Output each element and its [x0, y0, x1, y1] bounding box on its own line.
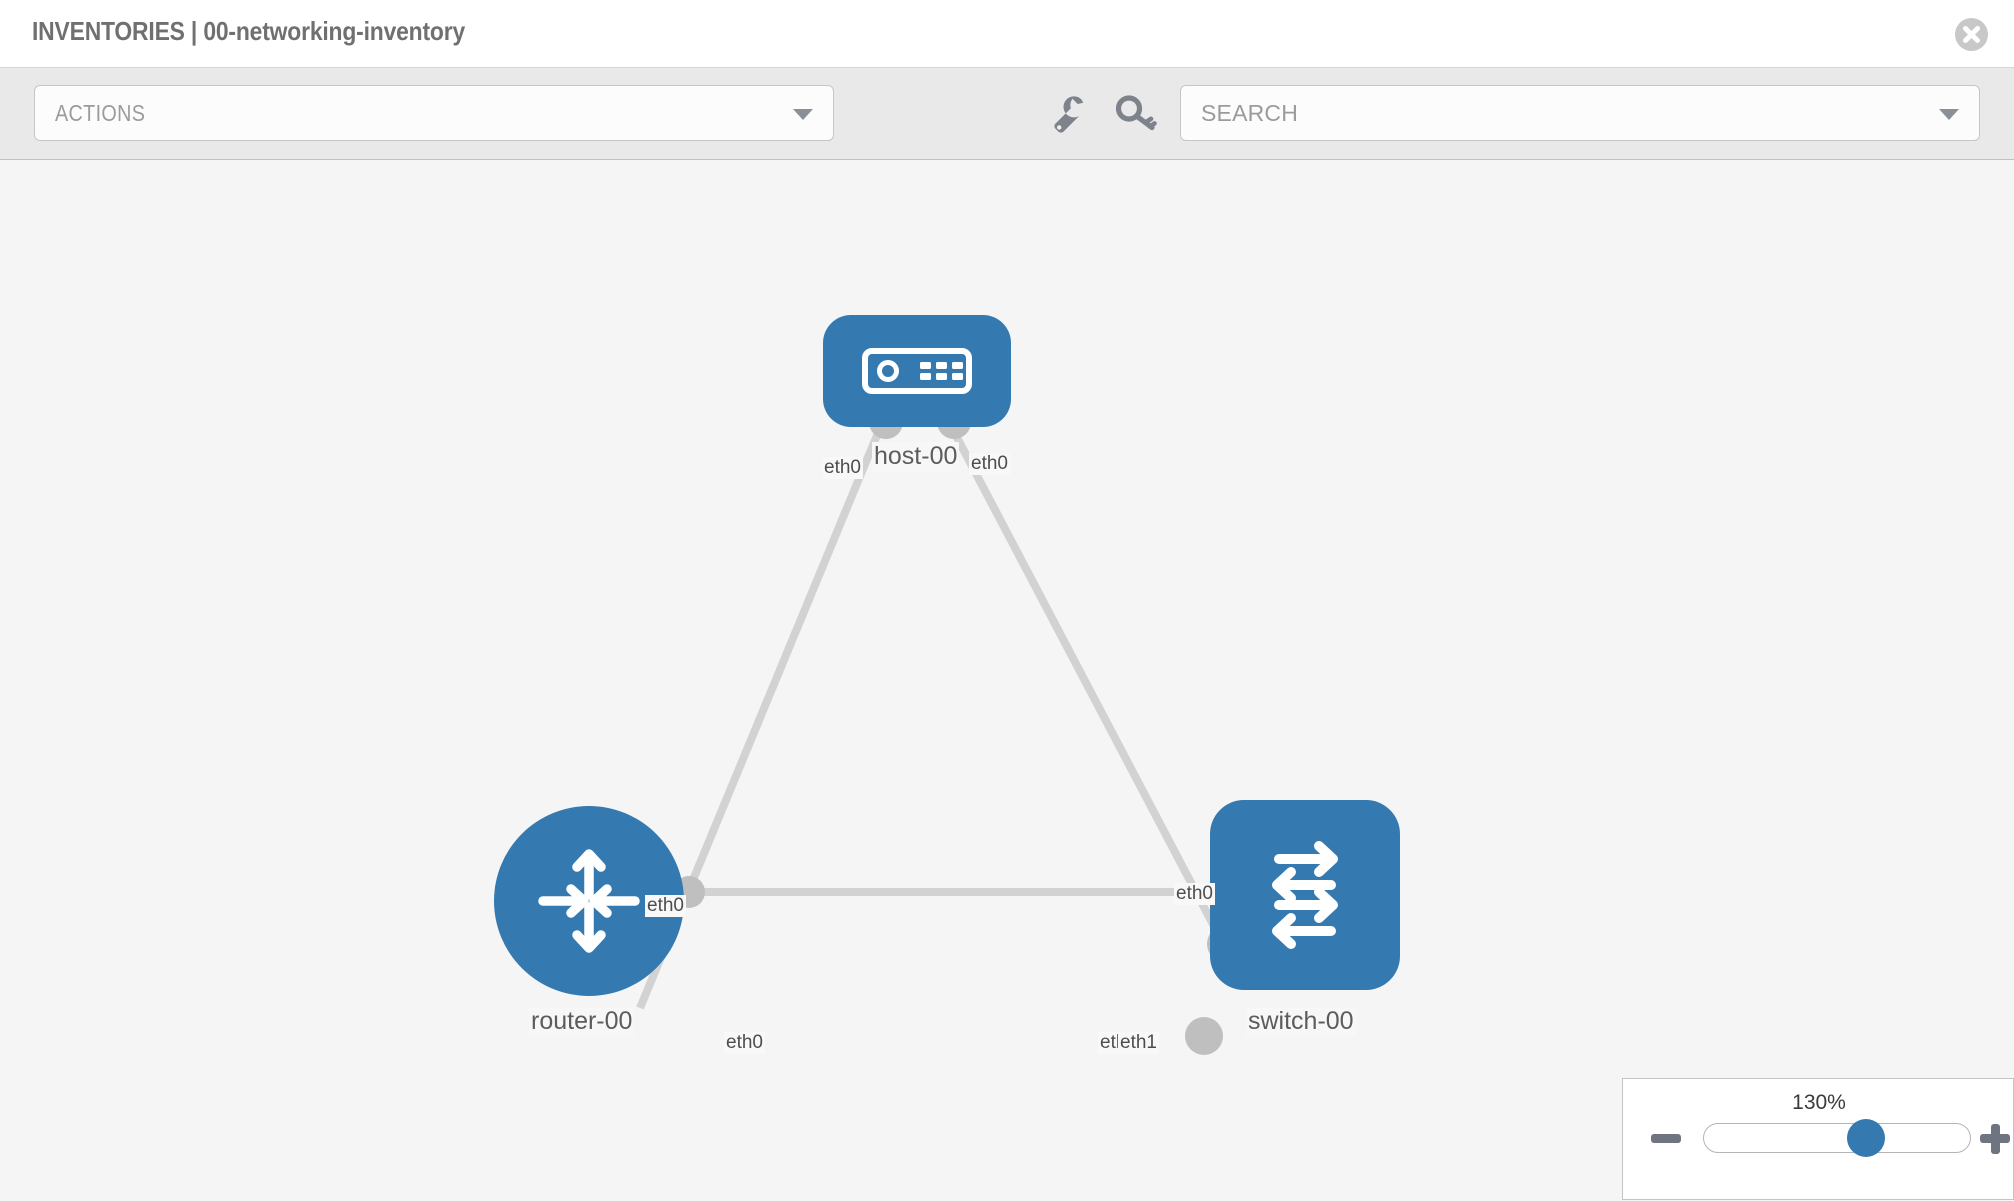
chevron-down-icon	[793, 109, 813, 120]
port-label-switch-left-b: eth1	[1118, 1032, 1159, 1054]
topology-canvas[interactable]: host-00 eth0 eth0	[0, 160, 2014, 1200]
chevron-down-icon[interactable]	[1939, 109, 1959, 120]
port-label-host-left: eth0	[822, 457, 863, 479]
zoom-slider-track[interactable]	[1703, 1123, 1971, 1153]
page-title: INVENTORIES | 00-networking-inventory	[32, 16, 466, 46]
switch-arrows-icon	[1272, 841, 1338, 949]
link-host-switch	[948, 426, 1242, 974]
port-connector[interactable]	[1185, 1017, 1223, 1055]
host-00-label: host-00	[872, 442, 960, 471]
switch-00-shape[interactable]	[1210, 800, 1400, 990]
port-label-router-right: eth0	[724, 1032, 765, 1054]
zoom-out-button[interactable]	[1651, 1134, 1681, 1143]
host-00-shape[interactable]	[823, 315, 1011, 427]
port-label-host-right: eth0	[969, 453, 1010, 475]
switch-00-label: switch-00	[1246, 1007, 1356, 1036]
router-00-shape[interactable]	[494, 806, 684, 996]
zoom-slider-thumb[interactable]	[1847, 1119, 1885, 1157]
router-00-label: router-00	[529, 1007, 635, 1036]
zoom-percent-label: 130%	[1792, 1091, 1846, 1114]
actions-dropdown-label: ACTIONS	[55, 100, 146, 126]
topology-links	[636, 426, 1242, 1010]
search-input[interactable]: SEARCH	[1180, 85, 1980, 141]
zoom-in-button[interactable]	[1975, 1123, 2014, 1155]
port-label-router-up: eth0	[645, 895, 686, 917]
wrench-icon[interactable]	[1045, 90, 1091, 136]
close-icon[interactable]	[1955, 18, 1988, 51]
server-device-icon	[862, 348, 972, 394]
zoom-control-panel: 130%	[1622, 1078, 2014, 1200]
search-placeholder: SEARCH	[1201, 100, 1299, 126]
router-arrows-icon	[538, 849, 640, 953]
title-bar: INVENTORIES | 00-networking-inventory	[0, 0, 2014, 68]
port-label-switch-up: eth0	[1174, 883, 1215, 905]
key-icon[interactable]	[1113, 90, 1159, 136]
actions-dropdown[interactable]: ACTIONS	[34, 85, 834, 141]
toolbar: ACTIONS SEARCH	[0, 68, 2014, 160]
